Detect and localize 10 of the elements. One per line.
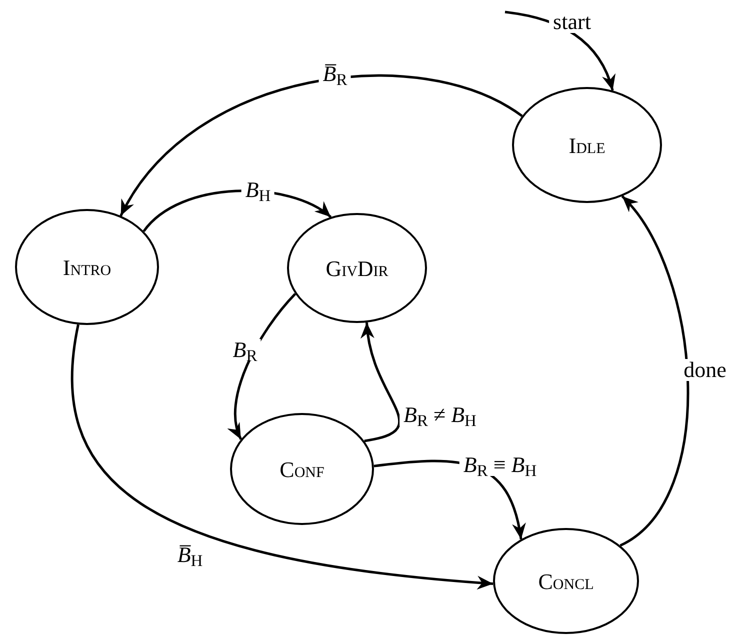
state-label: Conf (280, 456, 324, 484)
state-label: Concl (538, 568, 594, 596)
transition-arrow (120, 74, 523, 216)
state-label: GivDir (326, 254, 388, 282)
transition-arrow (362, 322, 401, 442)
edge-label: B̅$_{R}$ (318, 63, 352, 85)
transition-arrow (71, 324, 494, 590)
state-label: Intro (62, 254, 112, 282)
transition-arrow (620, 195, 689, 547)
state-label: Idle (568, 132, 606, 160)
